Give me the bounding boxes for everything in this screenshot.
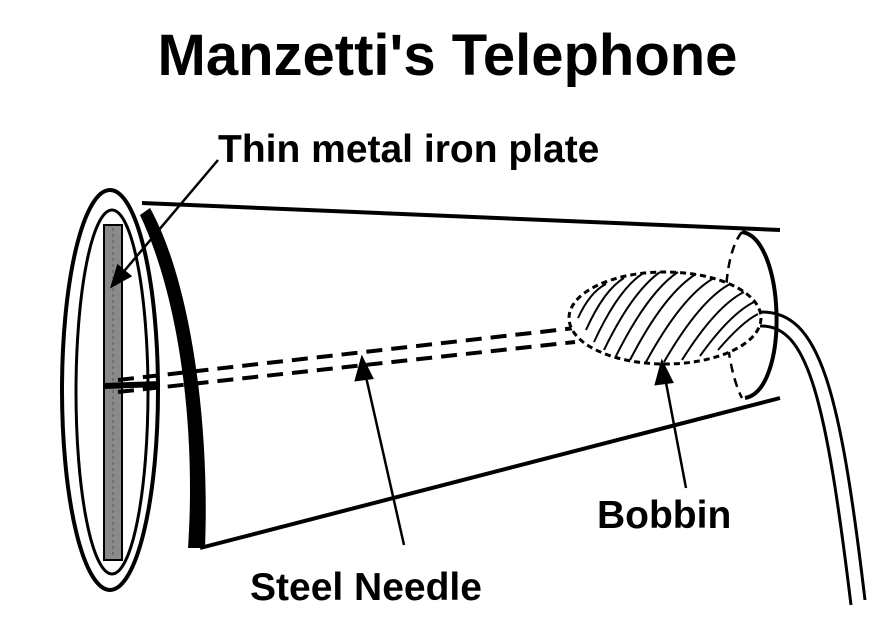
wires bbox=[759, 310, 867, 606]
label-thin-metal-iron-plate: Thin metal iron plate bbox=[218, 128, 600, 171]
needle-mount bbox=[103, 381, 161, 389]
bobbin-coil bbox=[567, 270, 763, 366]
diagram-title: Manzetti's Telephone bbox=[157, 23, 738, 88]
pointer-arrows bbox=[109, 159, 688, 546]
label-steel-needle: Steel Needle bbox=[250, 566, 482, 609]
steel-needle bbox=[117, 326, 576, 394]
rim-shadow bbox=[140, 208, 206, 548]
label-bobbin: Bobbin bbox=[597, 494, 732, 537]
cone-body bbox=[141, 201, 781, 550]
